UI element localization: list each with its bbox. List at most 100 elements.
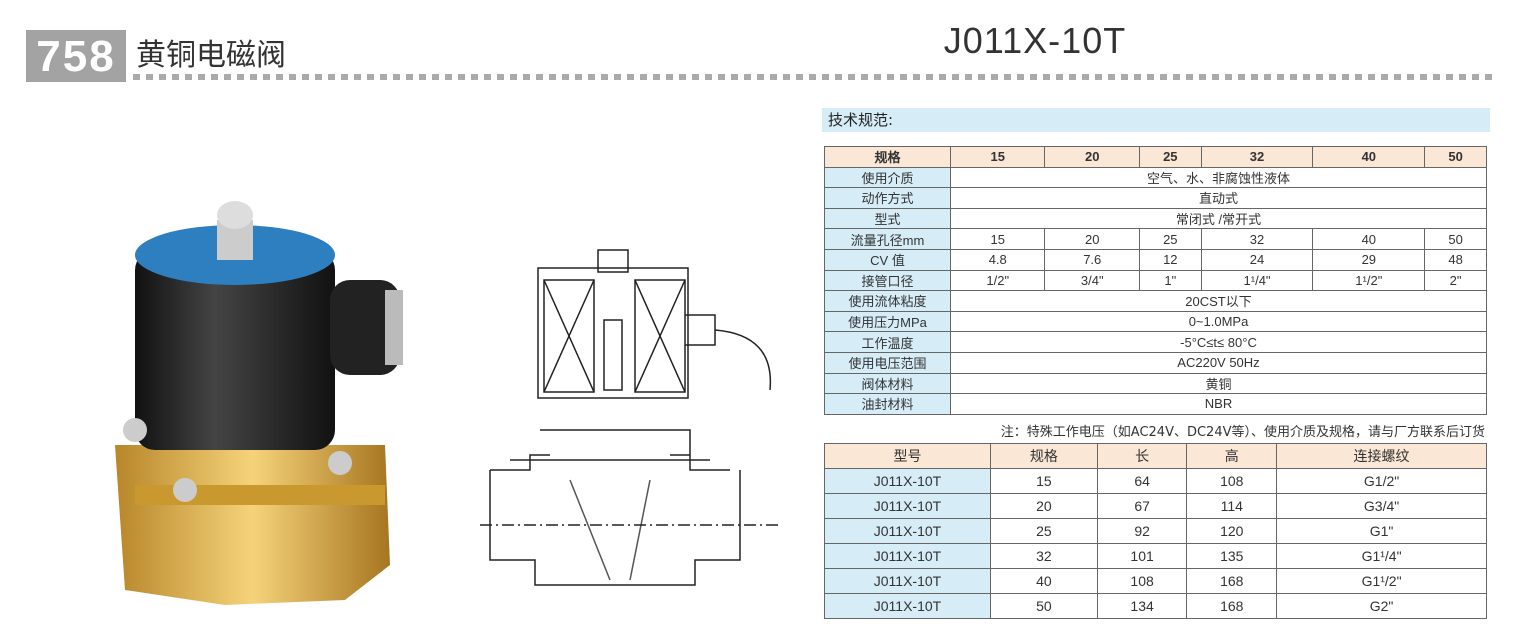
cell: 20CST以下 — [950, 290, 1487, 312]
cell: NBR — [950, 393, 1487, 415]
cell: J011X-10T — [824, 568, 991, 594]
table-row: 规格 15 20 25 32 40 50 — [824, 146, 1487, 168]
cell: 50 — [990, 593, 1098, 619]
header-cell: 型号 — [824, 443, 991, 469]
header-cell: 15 — [949, 146, 1046, 168]
cell: 15 — [990, 468, 1098, 494]
cell: 92 — [1096, 518, 1188, 544]
cell: J011X-10T — [824, 518, 991, 544]
table-row: 动作方式直动式 — [824, 187, 1487, 209]
cell: G1¹/2" — [1276, 568, 1487, 594]
cell: 24 — [1200, 248, 1314, 271]
cell: 常闭式 /常开式 — [950, 207, 1487, 230]
row-label: CV 值 — [824, 248, 951, 271]
spec-heading: 技术规范: — [822, 108, 1490, 132]
cell: 32 — [990, 543, 1098, 569]
header-cell: 长 — [1096, 443, 1188, 469]
header-cell: 规格 — [990, 443, 1098, 469]
table-row: 型号 规格 长 高 连接螺纹 — [824, 443, 1487, 469]
row-label: 使用电压范围 — [824, 351, 951, 374]
cell: 108 — [1186, 468, 1278, 494]
header-cell: 20 — [1044, 146, 1140, 168]
valve-cross-section-drawing — [480, 249, 780, 586]
valve-photo — [115, 201, 403, 605]
cell: 114 — [1186, 493, 1278, 519]
header-cell: 连接螺纹 — [1276, 443, 1487, 469]
row-label: 使用流体粘度 — [824, 290, 951, 312]
page-title: 黄铜电磁阀 — [136, 38, 286, 73]
cell: 64 — [1096, 468, 1188, 494]
header-cell: 高 — [1186, 443, 1278, 469]
cell: 101 — [1096, 543, 1188, 569]
row-label: 动作方式 — [824, 187, 951, 209]
cell: 32 — [1200, 228, 1314, 250]
row-label: 油封材料 — [824, 393, 951, 415]
cell: 黄铜 — [950, 372, 1487, 395]
cell: AC220V 50Hz — [950, 351, 1487, 374]
table-row: 使用介质空气、水、非腐蚀性液体 — [824, 166, 1487, 189]
cell: 25 — [990, 518, 1098, 544]
page-number: 758 — [26, 30, 126, 82]
cell: 29 — [1312, 248, 1426, 271]
table-row: 工作温度-5°C≤t≤ 80°C — [824, 331, 1487, 353]
header-cell: 40 — [1312, 146, 1426, 168]
cell: G1" — [1276, 518, 1487, 544]
cell: 67 — [1096, 493, 1188, 519]
cell: 1¹/4" — [1200, 269, 1314, 292]
cell: 20 — [990, 493, 1098, 519]
cell: 15 — [949, 228, 1046, 250]
table-row: 接管口径 1/2"3/4"1"1¹/4"1¹/2"2" — [824, 269, 1487, 292]
order-note: 注：特殊工作电压（如AC24V、DC24V等）、使用介质及规格，请与厂方联系后订… — [1000, 425, 1485, 440]
cell: 168 — [1186, 568, 1278, 594]
cell: 40 — [1312, 228, 1426, 250]
cell: 3/4" — [1044, 269, 1140, 292]
cell: 空气、水、非腐蚀性液体 — [950, 166, 1487, 189]
cell: 40 — [990, 568, 1098, 594]
cell: 4.8 — [949, 248, 1046, 271]
cell: G1¹/4" — [1276, 543, 1487, 569]
cell: -5°C≤t≤ 80°C — [950, 331, 1487, 353]
header-cell: 50 — [1424, 146, 1487, 168]
cell: 1" — [1138, 269, 1202, 292]
cell: 25 — [1138, 228, 1202, 250]
cell: 20 — [1044, 228, 1140, 250]
header-cell: 32 — [1200, 146, 1314, 168]
cell: G1/2" — [1276, 468, 1487, 494]
table-row: 型式常闭式 /常开式 — [824, 207, 1487, 230]
cell: J011X-10T — [824, 468, 991, 494]
row-label: 流量孔径mm — [824, 228, 951, 250]
cell: 1¹/2" — [1312, 269, 1426, 292]
row-label: 型式 — [824, 207, 951, 230]
cell: J011X-10T — [824, 493, 991, 519]
cell: G2" — [1276, 593, 1487, 619]
spec-table: 规格 15 20 25 32 40 50 使用介质空气、水、非腐蚀性液体 动作方… — [824, 146, 1487, 415]
cell: 50 — [1424, 228, 1487, 250]
cell: 1/2" — [949, 269, 1046, 292]
cell: 2" — [1424, 269, 1487, 292]
cell: 135 — [1186, 543, 1278, 569]
row-label: 阀体材料 — [824, 372, 951, 395]
header-cell: 25 — [1138, 146, 1202, 168]
cell: 12 — [1138, 248, 1202, 271]
cell: G3/4" — [1276, 493, 1487, 519]
cell: 直动式 — [950, 187, 1487, 209]
row-label: 工作温度 — [824, 331, 951, 353]
header-cell: 规格 — [824, 146, 951, 168]
cell: 48 — [1424, 248, 1487, 271]
cell: 0~1.0MPa — [950, 310, 1487, 333]
cell: J011X-10T — [824, 543, 991, 569]
row-label: 使用压力MPa — [824, 310, 951, 333]
cell: J011X-10T — [824, 593, 991, 619]
row-label: 使用介质 — [824, 166, 951, 189]
